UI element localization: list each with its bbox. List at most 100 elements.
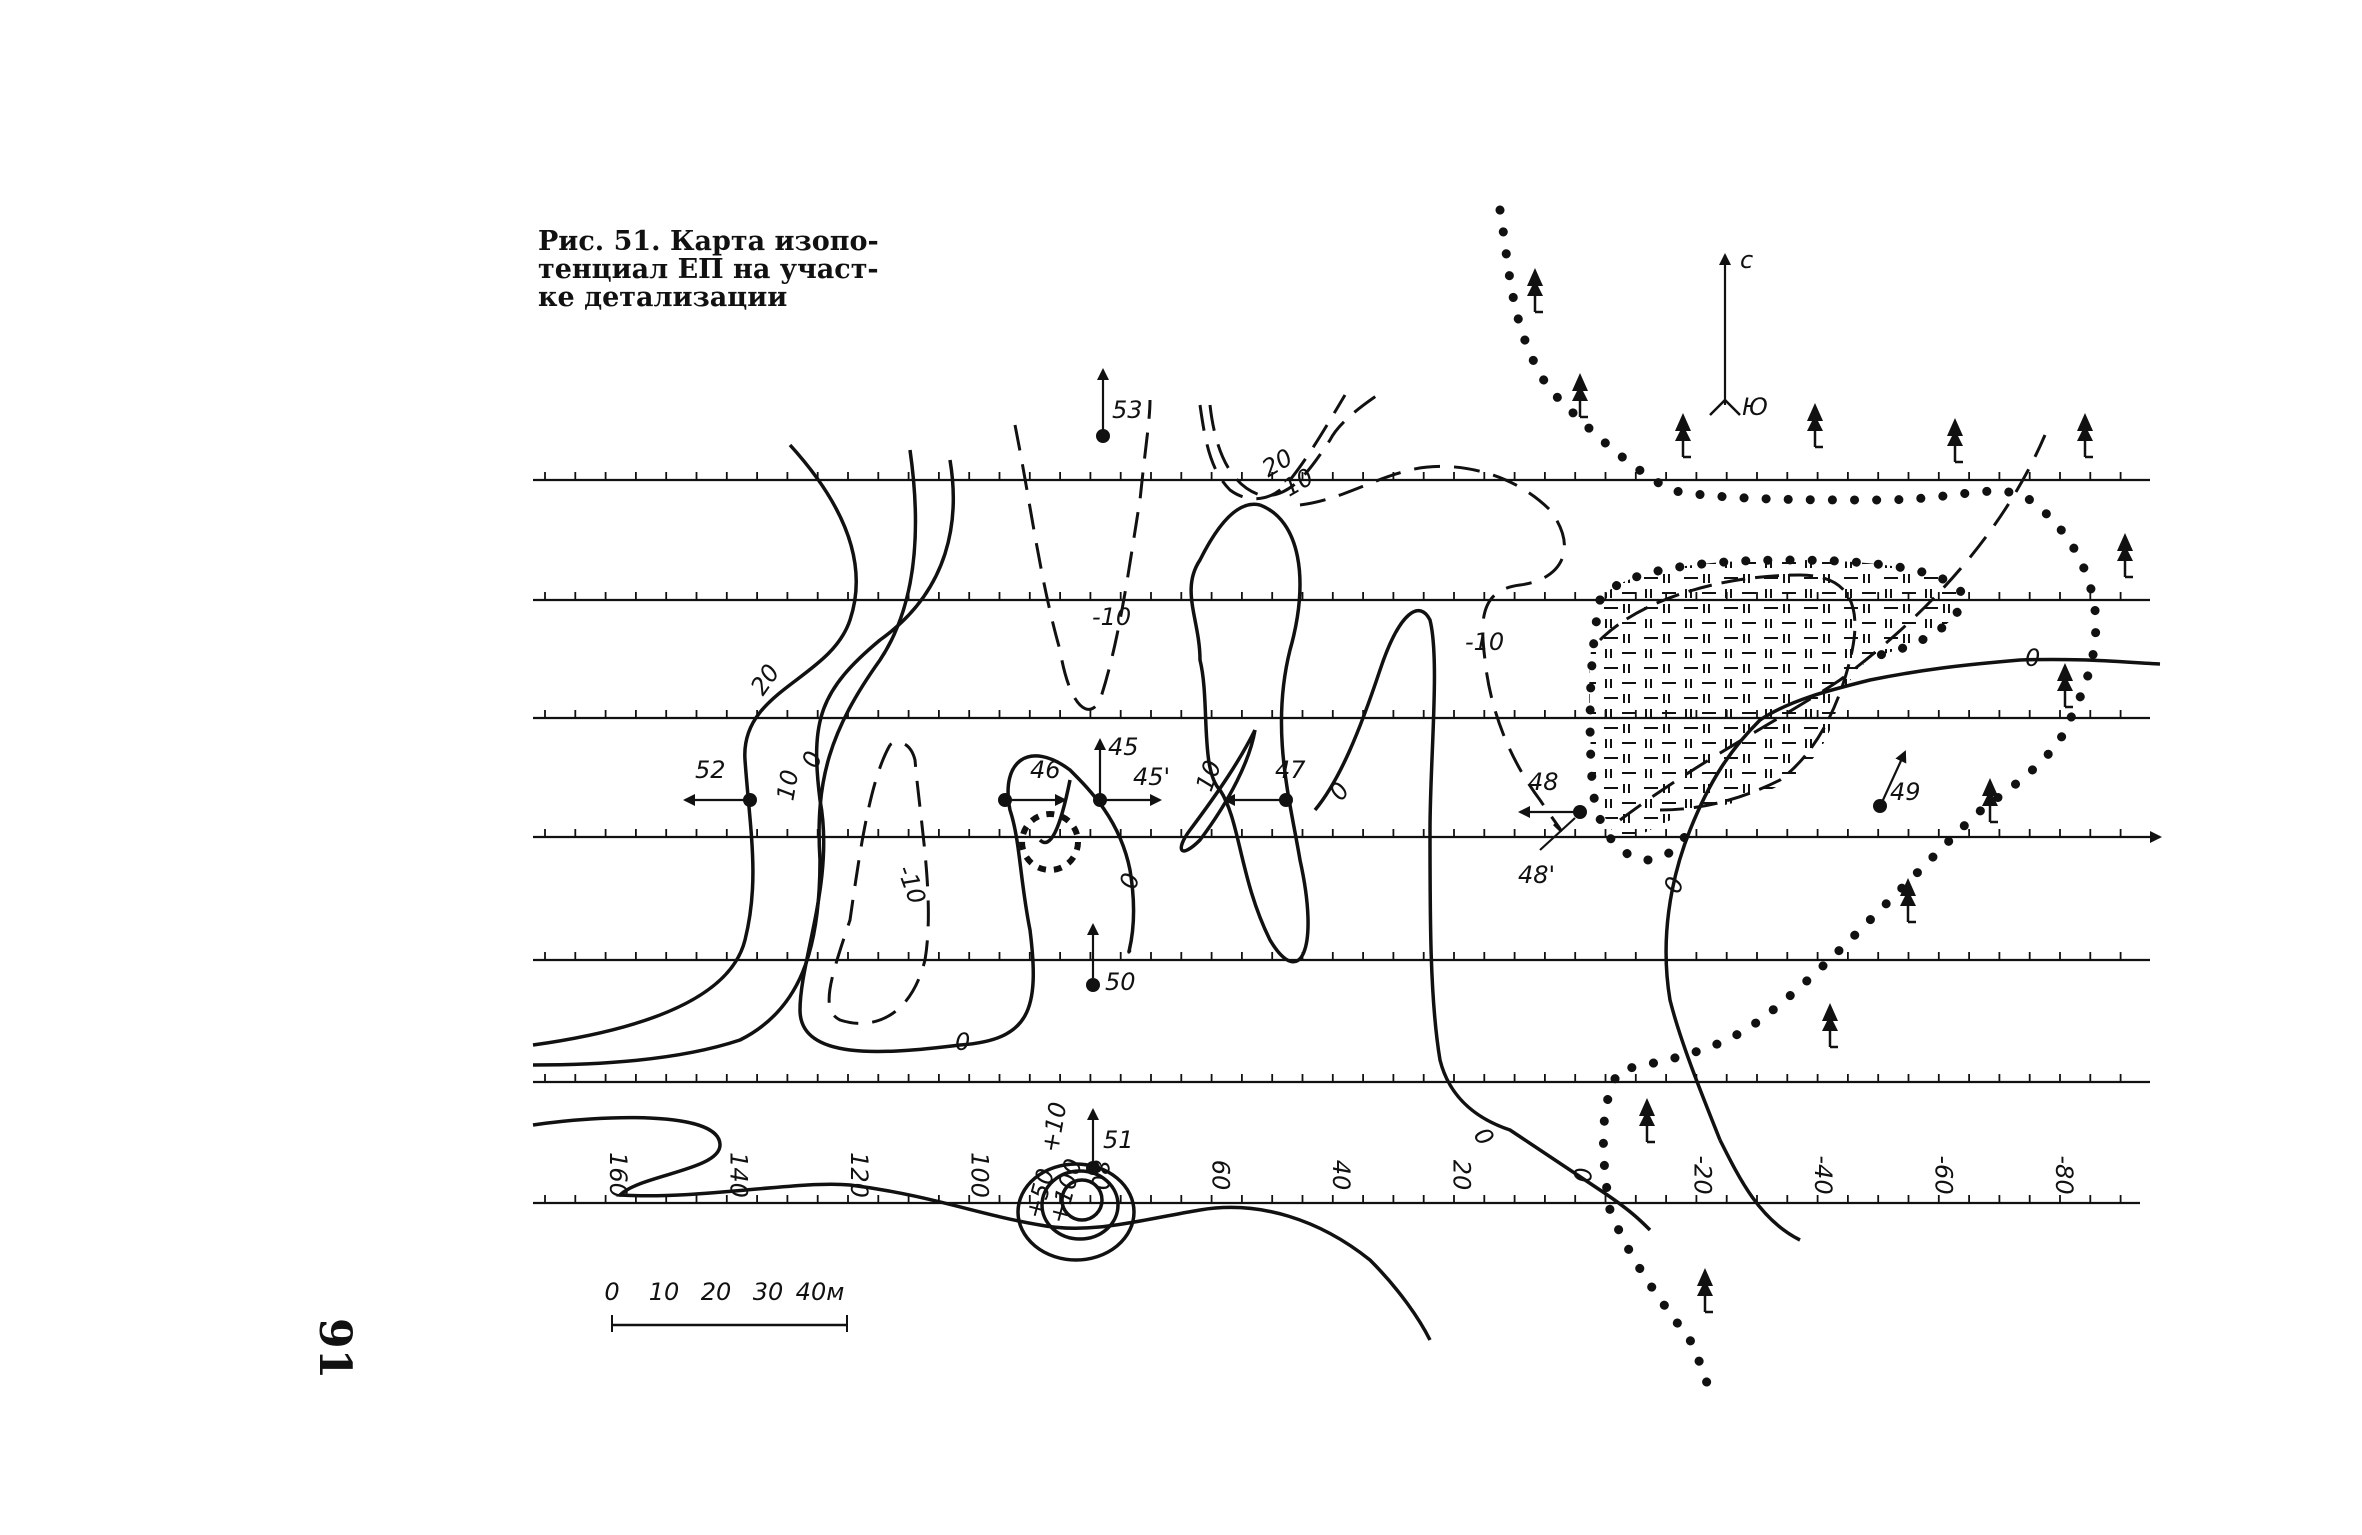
hatched-zone-tick-border [1598,573,1857,812]
scale-bar-label: 20 [701,1278,732,1306]
contour-0-lower [1718,1139,1801,1242]
north-label: с [1740,246,1753,274]
station-47 [1223,793,1293,807]
south-label: Ю [1742,393,1768,421]
label-48p: 48' [1518,861,1555,889]
dotted-boundaries [1495,205,2101,1395]
scale-bar-label: 40м [796,1278,845,1306]
profile-tick-label: 160 [604,1152,632,1198]
label-48: 48 [1528,768,1559,796]
label-52: 52 [695,756,726,784]
profile-tick-labels: 160 140 120 100 80 60 40 20 0 -20 -40 -60 -80 [604,1152,2078,1198]
contour-0-left [798,459,1136,1054]
profile-tick-label: 80 [1086,1160,1114,1191]
figure-caption: Рис. 51. Карта изопо- тенциал ЕП на учас… [538,228,879,313]
contour-label-0-mid: 0 [1114,870,1145,892]
label-45p: 45' [1133,763,1170,791]
tree-icon [1572,373,1588,419]
stations [683,368,1907,1175]
contour-10-left [532,449,918,1067]
contour-label-0-left: 0 [796,747,828,771]
station-49 [1873,750,1907,813]
contour-dash-20 [1198,394,1347,501]
forest-symbols [1527,268,2133,1314]
hatched-zone-fill [1589,560,1962,840]
ring-50 [1040,1169,1120,1241]
tree-icon [1527,268,1543,314]
profile-tick-label: -80 [2050,1155,2078,1194]
station-46 [998,793,1067,807]
label-53: 53 [1112,396,1143,424]
contour-label-0-right-a: 0 [2025,644,2040,672]
contour-label-m10-right: -10 [1465,628,1504,656]
profile-tick-label: 100 [966,1152,994,1198]
tree-icon [1675,413,1691,459]
contour-label-10-mid: 10 [1190,757,1227,795]
tree-icon [2077,413,2093,459]
profile-tick-label: 0 [1568,1167,1596,1182]
label-51: 51 [1103,1126,1134,1154]
ring-100 [1060,1178,1104,1222]
station-45 [1093,738,1162,807]
tree-icon [1947,418,1963,464]
tree-icon [2057,663,2073,709]
contour-label-0-center: 0 [1324,777,1356,806]
contour-label-0-bottom: 0 [955,1028,970,1056]
label-47: 47 [1275,756,1306,784]
contour-10-small [1179,729,1257,853]
hatched-zone-dotted-bottom [1585,595,1695,865]
label-46: 46 [1030,756,1061,784]
station-labels: 53 52 46 45 45' 47 48 48' 49 50 51 [695,396,1921,1154]
scale-bar-label: 0 [604,1278,619,1306]
profile-tick-label: -60 [1930,1155,1958,1194]
ring-10 [1016,1162,1136,1262]
contour-dash-m10-right [1299,464,1566,832]
caption-line-3: ке детализации [538,282,788,313]
tree-icon [1807,403,1823,449]
profile-tick-label: -20 [1689,1155,1717,1194]
profile-tick-label: 140 [725,1152,753,1198]
tree-icon [1982,778,1998,824]
contour-label-0-lower: 0 [1468,1122,1500,1151]
contour-dash-m10-left [827,740,930,1025]
contour-10-mid [1189,502,1310,964]
tree-icon [1697,1268,1713,1314]
tree-icon [1900,878,1916,924]
hatched-zone [1585,555,1967,865]
contour-dash-10 [1208,388,1386,498]
profile-tick-label: 60 [1207,1160,1235,1191]
profile-tick-label: 120 [845,1152,873,1198]
contour-bottom [532,1115,1432,1341]
caption-line-2: тенциал ЕП на участ- [538,254,879,285]
station-52 [683,793,757,807]
tree-icon [1639,1098,1655,1144]
contour-label-m10-a: -10 [1092,603,1131,631]
profile-tick-label: 20 [1448,1160,1476,1191]
north-arrow: с Ю [1709,246,1768,421]
label-49: 49 [1890,778,1921,806]
station-48 [1518,805,1587,851]
hatched-zone-dotted-border [1595,555,1967,660]
label-50: 50 [1105,968,1136,996]
profile-tick-label: -40 [1809,1155,1837,1194]
contour-20-left [532,443,858,1047]
anomaly-circle [1019,811,1081,873]
station-51 [1086,1108,1100,1175]
contour-dash-m10-top [1013,399,1152,711]
scale-bar-label: 30 [753,1278,784,1306]
contour-label-10-left: 10 [771,768,804,803]
tree-icon [1822,1003,1838,1049]
station-53 [1096,368,1110,443]
scale-bar-label: 10 [649,1278,680,1306]
contour-0-mid [1038,779,1072,845]
scale-bar: 0 10 20 30 40м [604,1278,848,1332]
profile-lines [533,478,2162,1205]
tree-icon [2117,533,2133,579]
station-50 [1086,923,1100,992]
contour-0-center [1313,608,1652,1232]
contour-label-plus10: +10 [1036,1100,1072,1155]
dotted-boundary-top [1495,205,2101,1395]
profile-tick-label: 40 [1327,1160,1355,1191]
label-45: 45 [1108,733,1139,761]
